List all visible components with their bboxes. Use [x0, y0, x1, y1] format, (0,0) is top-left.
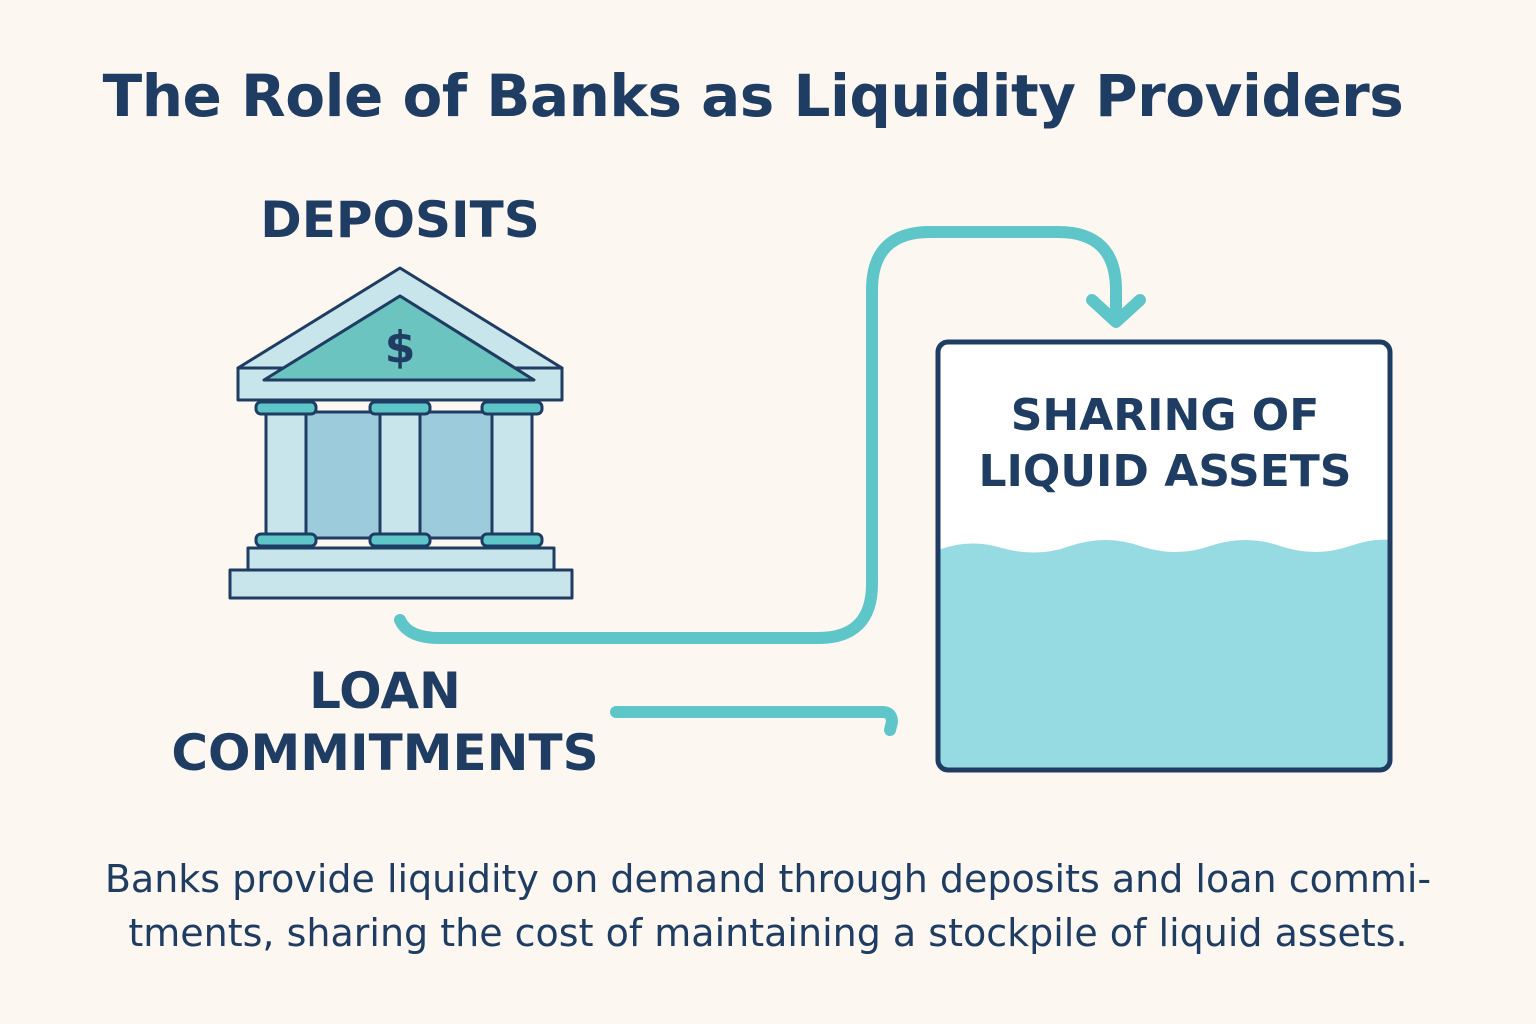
page-title: The Role of Banks as Liquidity Providers	[102, 62, 1404, 130]
caption-text: Banks provide liquidity on demand throug…	[60, 852, 1476, 960]
loan-label-line1: LOAN	[309, 662, 461, 720]
arrow-head-icon	[1086, 294, 1146, 328]
deposits-label: DEPOSITS	[260, 191, 540, 249]
caption-line1: Banks provide liquidity on demand throug…	[104, 857, 1432, 901]
deposits-flow-arrow	[394, 226, 1122, 644]
loan-label-line2: COMMITMENTS	[171, 724, 599, 782]
sharing-label-line2: LIQUID ASSETS	[978, 446, 1352, 497]
sharing-label-line1: SHARING OF	[1010, 390, 1320, 441]
loan-commitments-label: LOAN COMMITMENTS	[130, 660, 640, 784]
dollar-sign-icon: $	[385, 322, 416, 373]
sharing-liquid-assets-label: SHARING OF LIQUID ASSETS	[940, 388, 1390, 500]
bank-building-icon	[228, 266, 574, 600]
caption-line2: tments, sharing the cost of maintaining …	[128, 911, 1408, 955]
water-tank-icon	[935, 339, 1393, 773]
water-surface	[938, 539, 1390, 770]
loan-flow-line	[610, 706, 898, 736]
